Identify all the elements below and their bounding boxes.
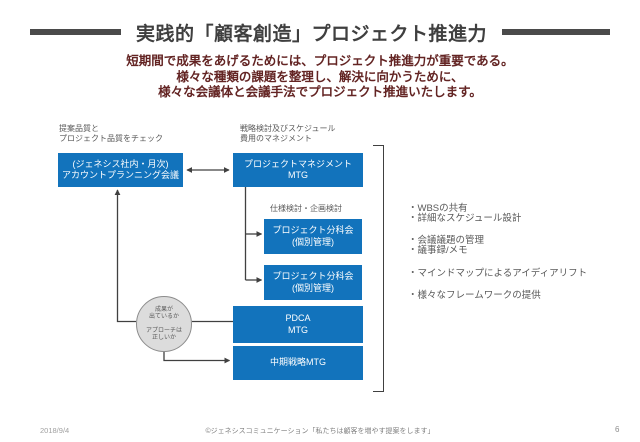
bullet-framework: ・様々なフレームワークの提供 bbox=[408, 290, 541, 301]
bullet-schedule: ・詳細なスケジュール設計 bbox=[408, 213, 522, 224]
bullet-mindmap: ・マインドマップによるアイディアリフト bbox=[408, 268, 588, 279]
box-account-planning-meeting: (ジェネシス社内・月次) アカウントプランニング会議 bbox=[58, 153, 183, 187]
bullet-minutes: ・議事録/メモ bbox=[408, 245, 468, 256]
box-project-management-mtg: プロジェクトマネジメント MTG bbox=[233, 153, 363, 187]
subtitle-line-1: 短期間で成果をあげるためには、プロジェクト推進力が重要である。 bbox=[126, 54, 514, 68]
bullet-wbs: ・WBSの共有 bbox=[408, 203, 468, 214]
bullet-agenda: ・会議議題の管理 bbox=[408, 235, 485, 246]
decision-circle: 成果が 出ているか アプローチは 正しいか bbox=[136, 296, 192, 352]
right-bracket-icon bbox=[373, 145, 384, 392]
label-strategy-management: 戦略検討及びスケジュール 費用のマネジメント bbox=[240, 124, 336, 143]
slide-subtitle: 短期間で成果をあげるためには、プロジェクト推進力が重要である。 様々な種類の課題… bbox=[0, 54, 640, 101]
label-spec-planning: 仕様検討・企画検討 bbox=[270, 204, 342, 213]
footer-page-number: 6 bbox=[615, 425, 620, 434]
box-midterm-strategy-mtg: 中期戦略MTG bbox=[233, 346, 363, 380]
box-project-subcommittee-1: プロジェクト分科会 (個別管理) bbox=[264, 219, 362, 254]
subtitle-line-3: 様々な会議体と会議手法でプロジェクト推進いたします。 bbox=[158, 85, 482, 99]
arrow-circle-midterm bbox=[163, 351, 231, 364]
box-project-subcommittee-2: プロジェクト分科会 (個別管理) bbox=[264, 265, 362, 300]
title-rule-left-icon bbox=[29, 29, 121, 35]
footer-date: 2018/9/4 bbox=[40, 426, 70, 435]
label-account-quality: 提案品質と プロジェクト品質をチェック bbox=[59, 124, 163, 143]
subtitle-line-2: 様々な種類の課題を整理し、解決に向かうために、 bbox=[176, 69, 464, 84]
slide-title: 実践的「顧客創造」プロジェクト推進力 bbox=[135, 23, 487, 45]
arrow-circle-account bbox=[114, 189, 136, 323]
title-row: 実践的「顧客創造」プロジェクト推進力 bbox=[0, 19, 640, 45]
title-rule-right-icon bbox=[502, 29, 610, 35]
footer-copyright: ©ジェネシスコミュニケーション「私たちは顧客を増やす提案をします」 bbox=[205, 428, 435, 435]
box-pdca-mtg: PDCA MTG bbox=[233, 306, 363, 343]
